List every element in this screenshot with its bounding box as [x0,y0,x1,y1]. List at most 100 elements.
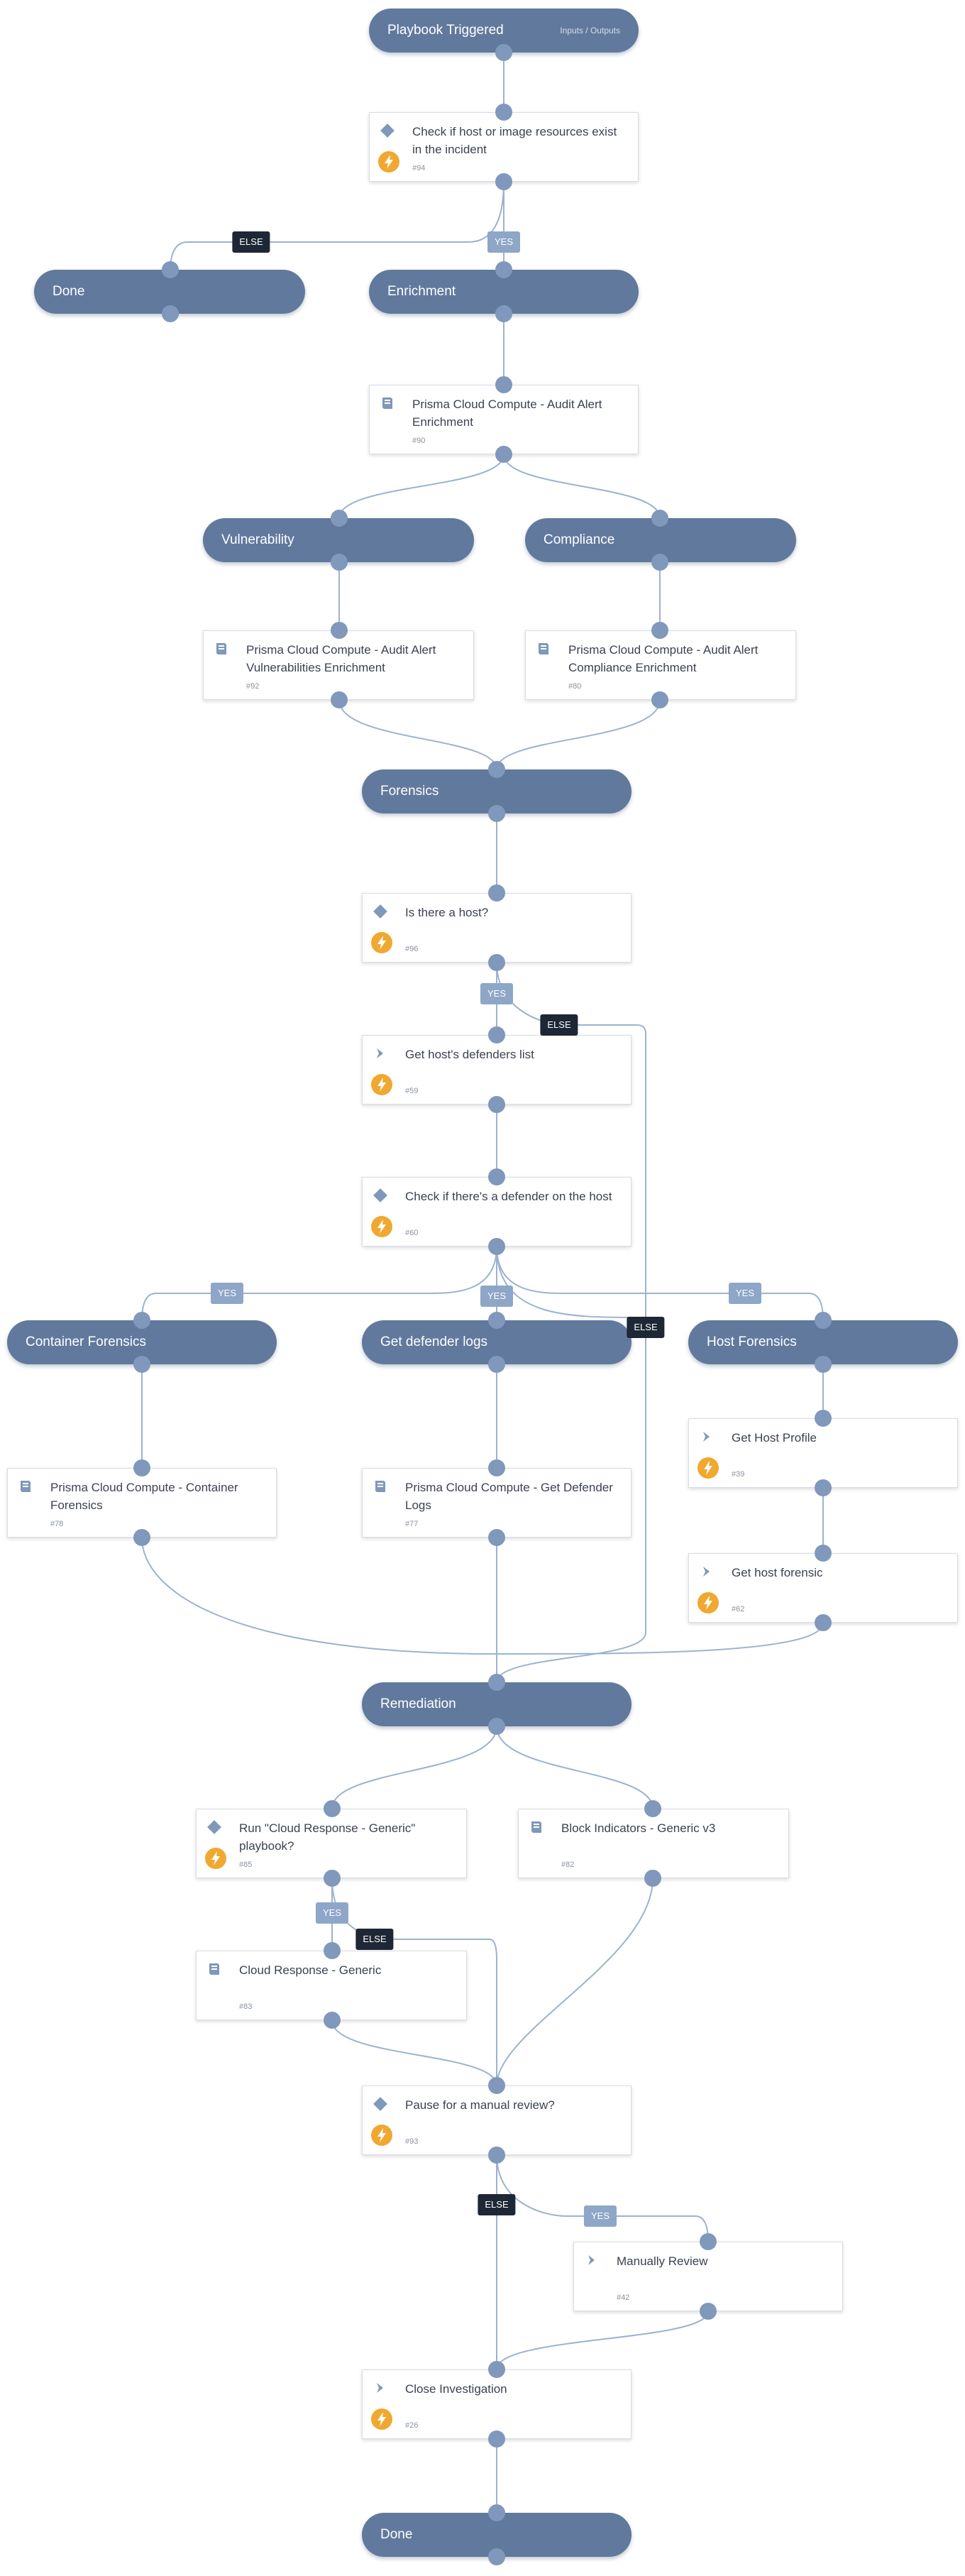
task-78[interactable]: Prisma Cloud Compute - Container Forensi… [7,1468,277,1538]
task-number: #96 [405,945,419,953]
task-number: #59 [405,1087,419,1095]
connection-port[interactable] [488,1529,505,1546]
connection-port[interactable] [324,1942,341,1959]
connection-port[interactable] [488,1238,505,1255]
task-39[interactable]: Get Host Profile #39 [688,1418,958,1488]
yes-tag: YES [583,2205,617,2227]
chevron-right-icon [703,1567,710,1577]
connection-port[interactable] [488,2147,505,2164]
connection-port[interactable] [488,2504,505,2521]
connection-port[interactable] [331,510,348,527]
connection-port[interactable] [488,2548,505,2565]
connector-edge [141,1246,497,1321]
connection-port[interactable] [324,1870,341,1887]
playbook-book-icon [216,643,226,654]
connector-edge [331,2019,497,2086]
connection-port[interactable] [488,1168,505,1185]
connection-port[interactable] [651,691,668,708]
inputs-outputs-link[interactable]: Inputs / Outputs [560,26,620,35]
connection-port[interactable] [651,510,668,527]
chevron-right-icon [703,1432,710,1442]
connection-port[interactable] [488,1459,505,1476]
connection-port[interactable] [495,173,512,190]
connection-port[interactable] [815,1312,832,1329]
connection-port[interactable] [133,1356,150,1373]
connection-port[interactable] [488,805,505,822]
connection-port[interactable] [651,554,668,571]
connection-port[interactable] [815,1614,832,1631]
conditional-diamond-icon [373,904,387,919]
task-60[interactable]: Check if there's a defender on the host … [362,1177,632,1246]
connection-port[interactable] [488,884,505,901]
connection-port[interactable] [815,1479,832,1496]
task-94[interactable]: Check if host or image resources exist i… [369,112,639,182]
task-26[interactable]: Close Investigation #26 [362,2369,632,2439]
task-title: Get host's defenders list [405,1048,534,1061]
connector-edge [496,699,661,770]
connection-port[interactable] [495,44,512,61]
connection-port[interactable] [700,2303,717,2320]
connection-port[interactable] [495,261,512,278]
task-92[interactable]: Prisma Cloud Compute - Audit Alert Vulne… [203,630,474,700]
connection-port[interactable] [331,691,348,708]
connection-port[interactable] [331,622,348,639]
connection-port[interactable] [700,2233,717,2250]
connection-port[interactable] [644,1800,661,1817]
task-42[interactable]: Manually Review #42 [573,2242,843,2311]
connector-edge [496,1246,824,1321]
connection-port[interactable] [495,305,512,322]
automation-bolt-icon [371,1074,392,1095]
host-forensics-title: Host Forensics [707,1334,797,1349]
connection-port[interactable] [488,1674,505,1691]
automation-bolt-icon [371,932,392,953]
connection-port[interactable] [495,446,512,463]
connection-port[interactable] [133,1459,150,1476]
task-62[interactable]: Get host forensic #62 [688,1553,958,1623]
connection-port[interactable] [133,1312,150,1329]
connection-port[interactable] [644,1870,661,1887]
connection-port[interactable] [488,2361,505,2378]
connection-port[interactable] [488,2430,505,2448]
else-tag: ELSE [540,1014,578,1036]
connection-port[interactable] [488,1026,505,1043]
get-defender-logs-title: Get defender logs [380,1334,488,1349]
task-59[interactable]: Get host's defenders list #59 [362,1035,632,1105]
task-80[interactable]: Prisma Cloud Compute - Audit Alert Compl… [525,630,796,700]
task-number: #60 [405,1229,419,1237]
connection-port[interactable] [488,954,505,971]
connection-port[interactable] [815,1410,832,1427]
connection-port[interactable] [495,376,512,393]
task-title: Close Investigation [405,2382,507,2396]
connection-port[interactable] [488,1312,505,1329]
playbook-triggered-title: Playbook Triggered [387,23,504,38]
connection-port[interactable] [651,622,668,639]
connection-port[interactable] [488,761,505,778]
connector-edge [496,1726,654,1809]
automation-bolt-icon [697,1457,719,1479]
task-83[interactable]: Cloud Response - Generic #83 [196,1951,467,2020]
connection-port[interactable] [324,1800,341,1817]
connection-port[interactable] [162,305,179,322]
task-title: Check if host or image resources exist i… [412,125,617,156]
connection-port[interactable] [162,261,179,278]
connection-port[interactable] [815,1356,832,1373]
playbook-book-icon [209,1963,219,1975]
connection-port[interactable] [488,1356,505,1373]
connection-port[interactable] [488,2077,505,2094]
task-82[interactable]: Block Indicators - Generic v3 #82 [518,1809,789,1878]
task-number: #85 [239,1860,253,1869]
task-85[interactable]: Run "Cloud Response - Generic" playbook?… [196,1809,467,1878]
task-93[interactable]: Pause for a manual review? #93 [362,2086,632,2155]
task-90[interactable]: Prisma Cloud Compute - Audit Alert Enric… [369,385,639,454]
connection-port[interactable] [133,1529,150,1546]
task-96[interactable]: Is there a host? #96 [362,893,632,963]
task-title: Pause for a manual review? [405,2098,555,2112]
connection-port[interactable] [331,554,348,571]
connection-port[interactable] [488,1718,505,1735]
connection-port[interactable] [495,104,512,121]
connection-port[interactable] [488,1096,505,1113]
connection-port[interactable] [324,2012,341,2029]
task-77[interactable]: Prisma Cloud Compute - Get Defender Logs… [362,1468,632,1538]
connection-port[interactable] [815,1545,832,1562]
chevron-right-icon [588,2255,595,2265]
